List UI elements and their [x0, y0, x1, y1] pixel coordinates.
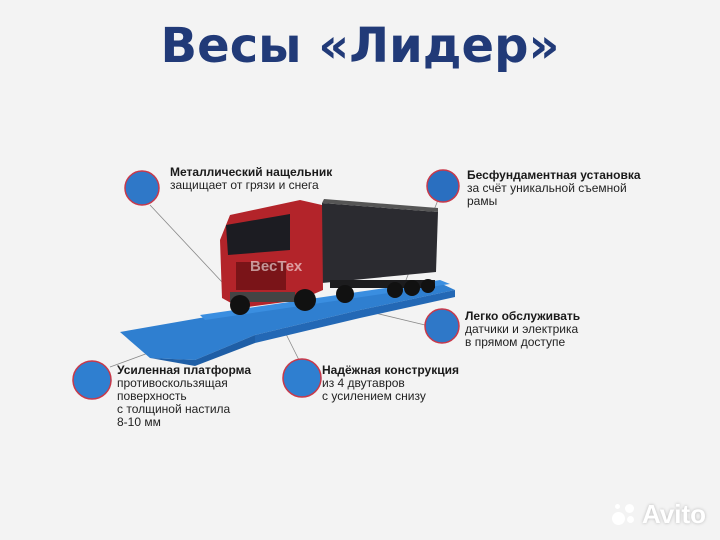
callout-heading: Бесфундаментная установка	[467, 168, 641, 182]
truck-trailer	[322, 203, 438, 283]
callout-text: с усилением снизу	[322, 389, 426, 403]
callout-text: датчики и электрика	[465, 322, 579, 336]
callout-text: из 4 двутавров	[322, 376, 405, 390]
callout-heading: Усиленная платформа	[117, 363, 252, 377]
watermark: ВесТех	[250, 258, 303, 275]
callout-5-image	[282, 358, 322, 398]
callout-text: 8-10 мм	[117, 415, 161, 429]
callout-reinforced-platform: Усиленная платформа противоскользящая по…	[117, 364, 251, 429]
callout-heading: Металлический нащельник	[170, 165, 333, 179]
callout-4-image	[72, 360, 112, 400]
callout-3-image	[424, 308, 460, 344]
page-title: Весы «Лидер»	[160, 18, 560, 74]
avito-logo: Avito	[611, 499, 706, 530]
callout-text: защищает от грязи и снега	[170, 178, 319, 192]
callout-text: противоскользящая	[117, 376, 228, 390]
callout-metal-cover: Металлический нащельник защищает от гряз…	[170, 166, 332, 192]
callout-text: с толщиной настила	[117, 402, 231, 416]
callout-foundationless: Бесфундаментная установка за счёт уникал…	[467, 169, 641, 208]
avito-wordmark: Avito	[641, 499, 706, 529]
callout-1-image	[124, 170, 160, 206]
callout-heading: Надёжная конструкция	[322, 363, 459, 377]
callout-text: поверхность	[117, 389, 187, 403]
callout-2-image	[426, 169, 460, 203]
callout-reliable-construction: Надёжная конструкция из 4 двутавров с ус…	[322, 364, 459, 403]
callout-text: в прямом доступе	[465, 335, 566, 349]
callout-easy-service: Легко обслуживать датчики и электрика в …	[465, 310, 580, 349]
scale-platform	[120, 283, 455, 360]
callout-text: за счёт уникальной съемной	[467, 181, 627, 195]
callout-heading: Легко обслуживать	[465, 309, 581, 323]
avito-dots-icon	[611, 503, 638, 526]
callout-text: рамы	[467, 194, 498, 208]
